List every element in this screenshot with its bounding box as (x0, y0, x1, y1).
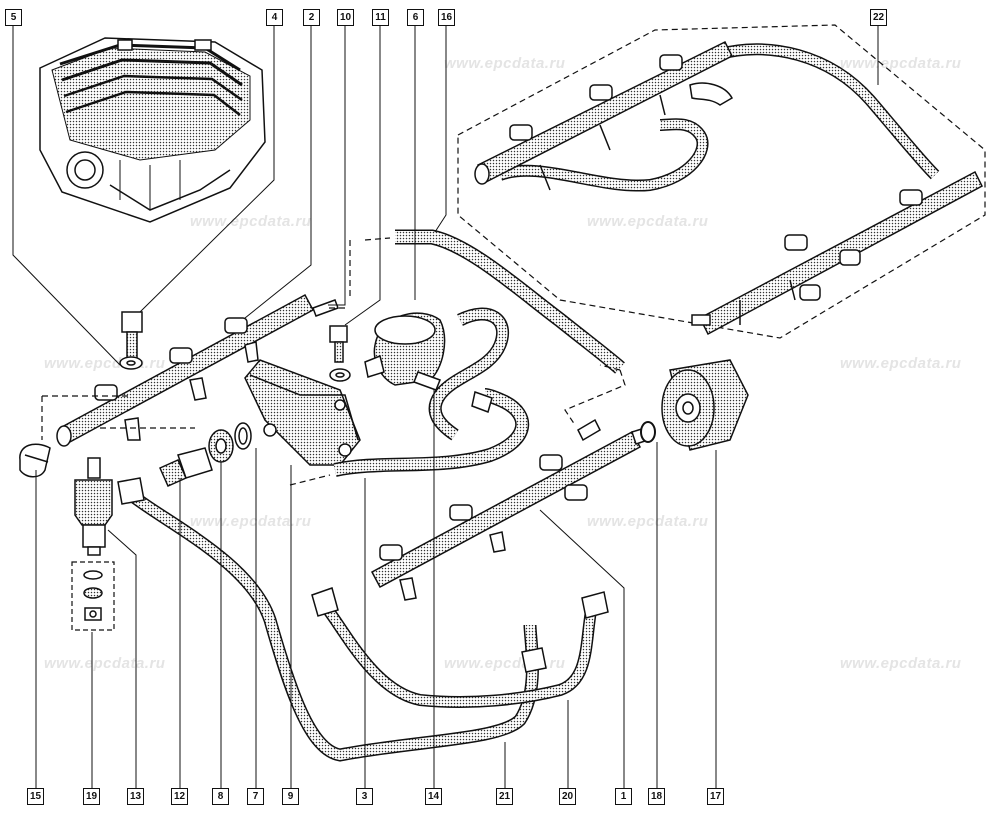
seal-part-18 (640, 421, 656, 443)
screw-part-10 (329, 325, 351, 382)
callout-17: 17 (707, 788, 724, 805)
callout-18: 18 (648, 788, 665, 805)
union-part-12 (159, 447, 213, 487)
bracket-part-9 (244, 359, 361, 466)
callout-2: 2 (303, 9, 320, 26)
callout-12: 12 (171, 788, 188, 805)
callout-16: 16 (438, 9, 455, 26)
main-fuel-rail-right (370, 418, 649, 601)
callout-10: 10 (337, 9, 354, 26)
seal-kit-part-19 (83, 570, 103, 621)
callout-14: 14 (425, 788, 442, 805)
callout-5: 5 (5, 9, 22, 26)
fuel-rail-assembly (474, 40, 983, 336)
vacuum-hose (430, 309, 508, 440)
pipe-fittings (117, 477, 609, 673)
fuel-pipe-part-21 (121, 486, 538, 761)
callout-6: 6 (407, 9, 424, 26)
hose-part-16 (395, 231, 624, 373)
callout-7: 7 (247, 788, 264, 805)
injector-part-13 (74, 457, 113, 556)
callout-8: 8 (212, 788, 229, 805)
screw-part-4 (119, 311, 143, 370)
engine-block (39, 37, 266, 223)
main-fuel-rail-left (56, 293, 339, 447)
callout-13: 13 (127, 788, 144, 805)
ring-part-7 (234, 422, 252, 450)
leader-lines (12, 26, 879, 788)
callout-4: 4 (266, 9, 283, 26)
callout-11: 11 (372, 9, 389, 26)
damper-part-17 (661, 359, 749, 451)
callout-9: 9 (282, 788, 299, 805)
callout-21: 21 (496, 788, 513, 805)
connection-lines (41, 237, 626, 486)
callout-20: 20 (559, 788, 576, 805)
callout-15: 15 (27, 788, 44, 805)
hose-part-14 (333, 389, 528, 476)
fuel-pipe-part-20 (316, 596, 597, 707)
washer-part-8 (208, 429, 234, 463)
callout-22: 22 (870, 9, 887, 26)
callout-1: 1 (615, 788, 632, 805)
callout-3: 3 (356, 788, 373, 805)
assembly-outline (457, 24, 986, 339)
callout-19: 19 (83, 788, 100, 805)
seal-kit-outline (71, 561, 115, 631)
clip-part-15 (19, 443, 51, 478)
pressure-regulator-part-6 (364, 312, 446, 391)
